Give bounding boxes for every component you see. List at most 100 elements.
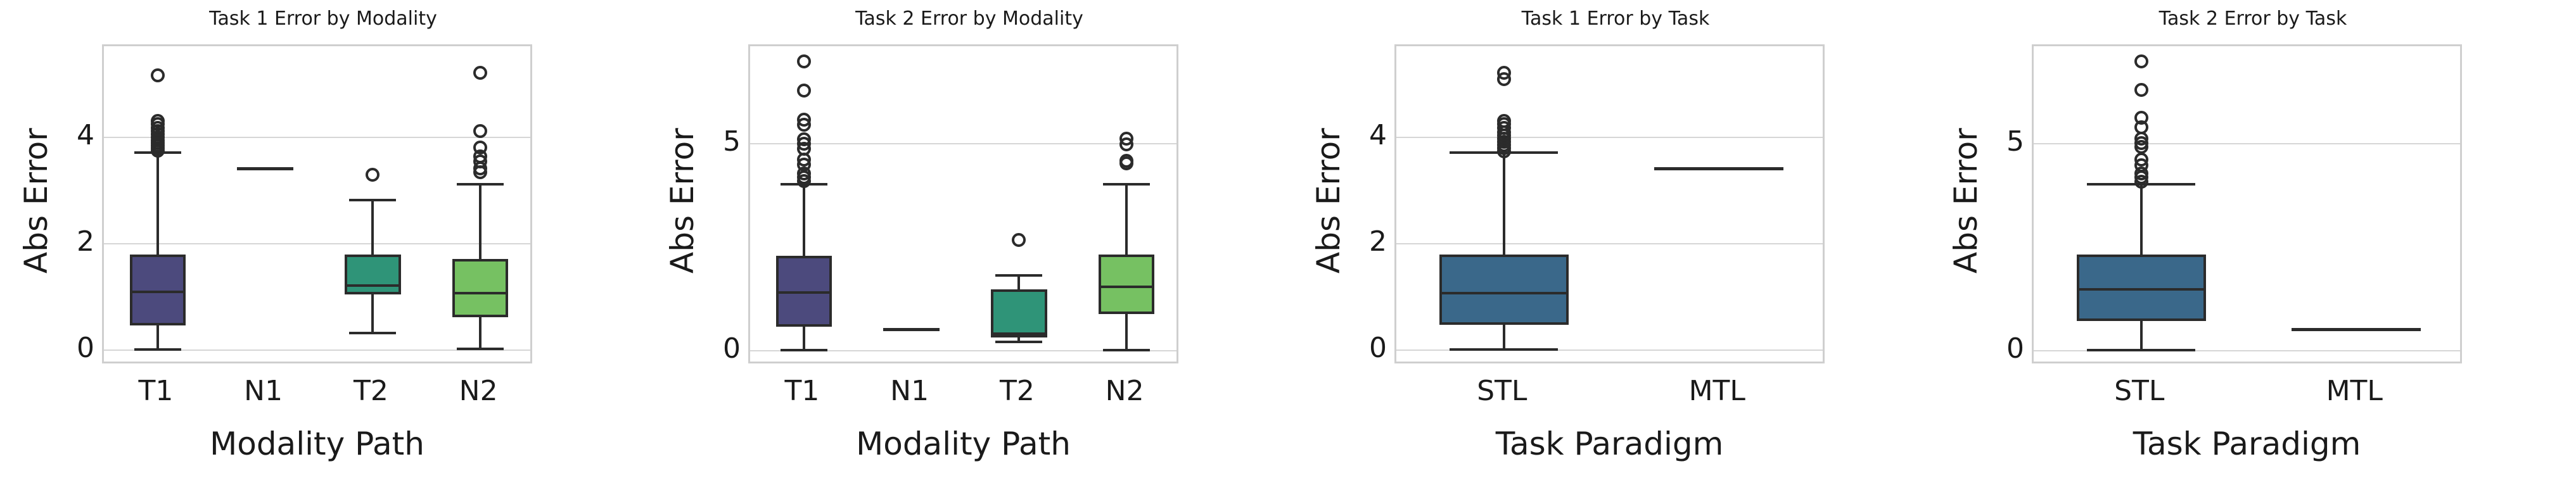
median-line (1098, 285, 1155, 288)
y-axis-label: Abs Error (18, 128, 54, 274)
median-line (452, 291, 509, 294)
gridline-y (1396, 137, 1823, 139)
outlier-marker (1496, 144, 1511, 159)
x-tick-label: N2 (1105, 375, 1144, 407)
plot-area (748, 44, 1178, 363)
x-tick-label: T2 (353, 375, 388, 407)
outlier-marker (2134, 54, 2148, 69)
x-tick-label: T2 (999, 375, 1035, 407)
whisker-cap-upper (995, 274, 1043, 277)
whisker-upper (1125, 184, 1128, 255)
x-tick-label: T1 (784, 375, 820, 407)
whisker-upper (802, 184, 805, 256)
whisker-upper (1502, 153, 1505, 255)
panel-title: Task 1 Error by Task (1521, 8, 1710, 30)
boxplot-box (775, 255, 832, 327)
whisker-cap-lower (1450, 348, 1559, 351)
outlier-marker (150, 143, 165, 158)
outlier-marker (796, 173, 811, 188)
y-tick-label: 4 (1369, 119, 1387, 152)
panel-title: Task 2 Error by Modality (855, 8, 1083, 30)
x-axis-label: Task Paradigm (2133, 425, 2361, 462)
gridline-y (2034, 350, 2460, 352)
x-tick-label: N1 (244, 375, 283, 407)
outlier-marker (2134, 82, 2148, 97)
gridline-y (750, 350, 1176, 352)
y-tick-label: 4 (77, 119, 94, 152)
plot-area (1394, 44, 1825, 363)
gridline-y (104, 243, 530, 245)
outlier-marker (796, 84, 811, 98)
x-axis-label: Modality Path (856, 425, 1071, 462)
outlier-marker (473, 124, 488, 139)
outlier-marker (473, 66, 488, 80)
whisker-cap-lower (780, 348, 827, 351)
boxplot-box (1439, 255, 1569, 325)
whisker-cap-lower (995, 340, 1043, 343)
outlier-marker (1012, 232, 1026, 247)
median-line (345, 284, 401, 287)
whisker-lower (371, 294, 374, 333)
outlier-marker (2134, 140, 2148, 154)
whisker-lower (802, 327, 805, 350)
boxplot-box (1098, 255, 1155, 315)
median-line (1439, 291, 1569, 294)
outlier-marker (796, 54, 811, 69)
whisker-lower (156, 325, 159, 350)
median-line (991, 332, 1047, 335)
outlier-marker (150, 68, 165, 83)
whisker-cap-lower (2087, 348, 2196, 351)
whisker-cap-lower (457, 347, 504, 350)
y-tick-label: 2 (77, 225, 94, 258)
y-tick-label: 0 (2006, 332, 2024, 365)
whisker-cap-upper (349, 198, 397, 201)
whisker-cap-lower (134, 348, 181, 351)
y-axis-label: Abs Error (1310, 128, 1347, 274)
whisker-cap-lower (1103, 348, 1151, 351)
box-degenerate-line (2292, 327, 2421, 331)
y-tick-label: 2 (1369, 225, 1387, 258)
whisker-lower (479, 317, 482, 349)
panel-title: Task 1 Error by Modality (209, 8, 437, 30)
outlier-marker (796, 118, 811, 132)
x-tick-label: MTL (2326, 375, 2383, 407)
x-tick-label: MTL (1688, 375, 1745, 407)
box-degenerate-line (1654, 167, 1784, 170)
y-tick-label: 0 (77, 332, 94, 365)
x-axis-label: Modality Path (210, 425, 424, 462)
x-tick-label: STL (1477, 375, 1527, 407)
whisker-lower (1017, 337, 1021, 342)
panel-title: Task 2 Error by Task (2158, 8, 2347, 30)
gridline-y (1396, 243, 1823, 245)
gridline-y (104, 350, 530, 351)
box-degenerate-line (883, 327, 940, 331)
outlier-marker (473, 165, 488, 180)
gridline-y (1396, 350, 1823, 351)
whisker-cap-upper (457, 183, 504, 186)
whisker-lower (1125, 314, 1128, 350)
boxplot-box (991, 289, 1047, 338)
boxplot-box (129, 255, 186, 325)
whisker-upper (1017, 275, 1021, 290)
whisker-upper (156, 153, 159, 255)
whisker-cap-lower (349, 331, 397, 334)
y-tick-label: 0 (1369, 332, 1387, 365)
outlier-marker (2134, 175, 2148, 189)
whisker-upper (479, 184, 482, 259)
box-degenerate-line (237, 167, 293, 170)
outlier-marker (1119, 156, 1134, 171)
y-tick-label: 5 (2006, 125, 2024, 158)
whisker-cap-upper (1103, 182, 1151, 186)
median-line (2076, 288, 2206, 291)
median-line (129, 291, 186, 294)
boxplot-box (452, 259, 509, 318)
median-line (775, 291, 832, 294)
plot-area (2032, 44, 2462, 363)
x-tick-label: T1 (138, 375, 174, 407)
boxplot-box (345, 255, 401, 295)
outlier-marker (1496, 72, 1511, 87)
